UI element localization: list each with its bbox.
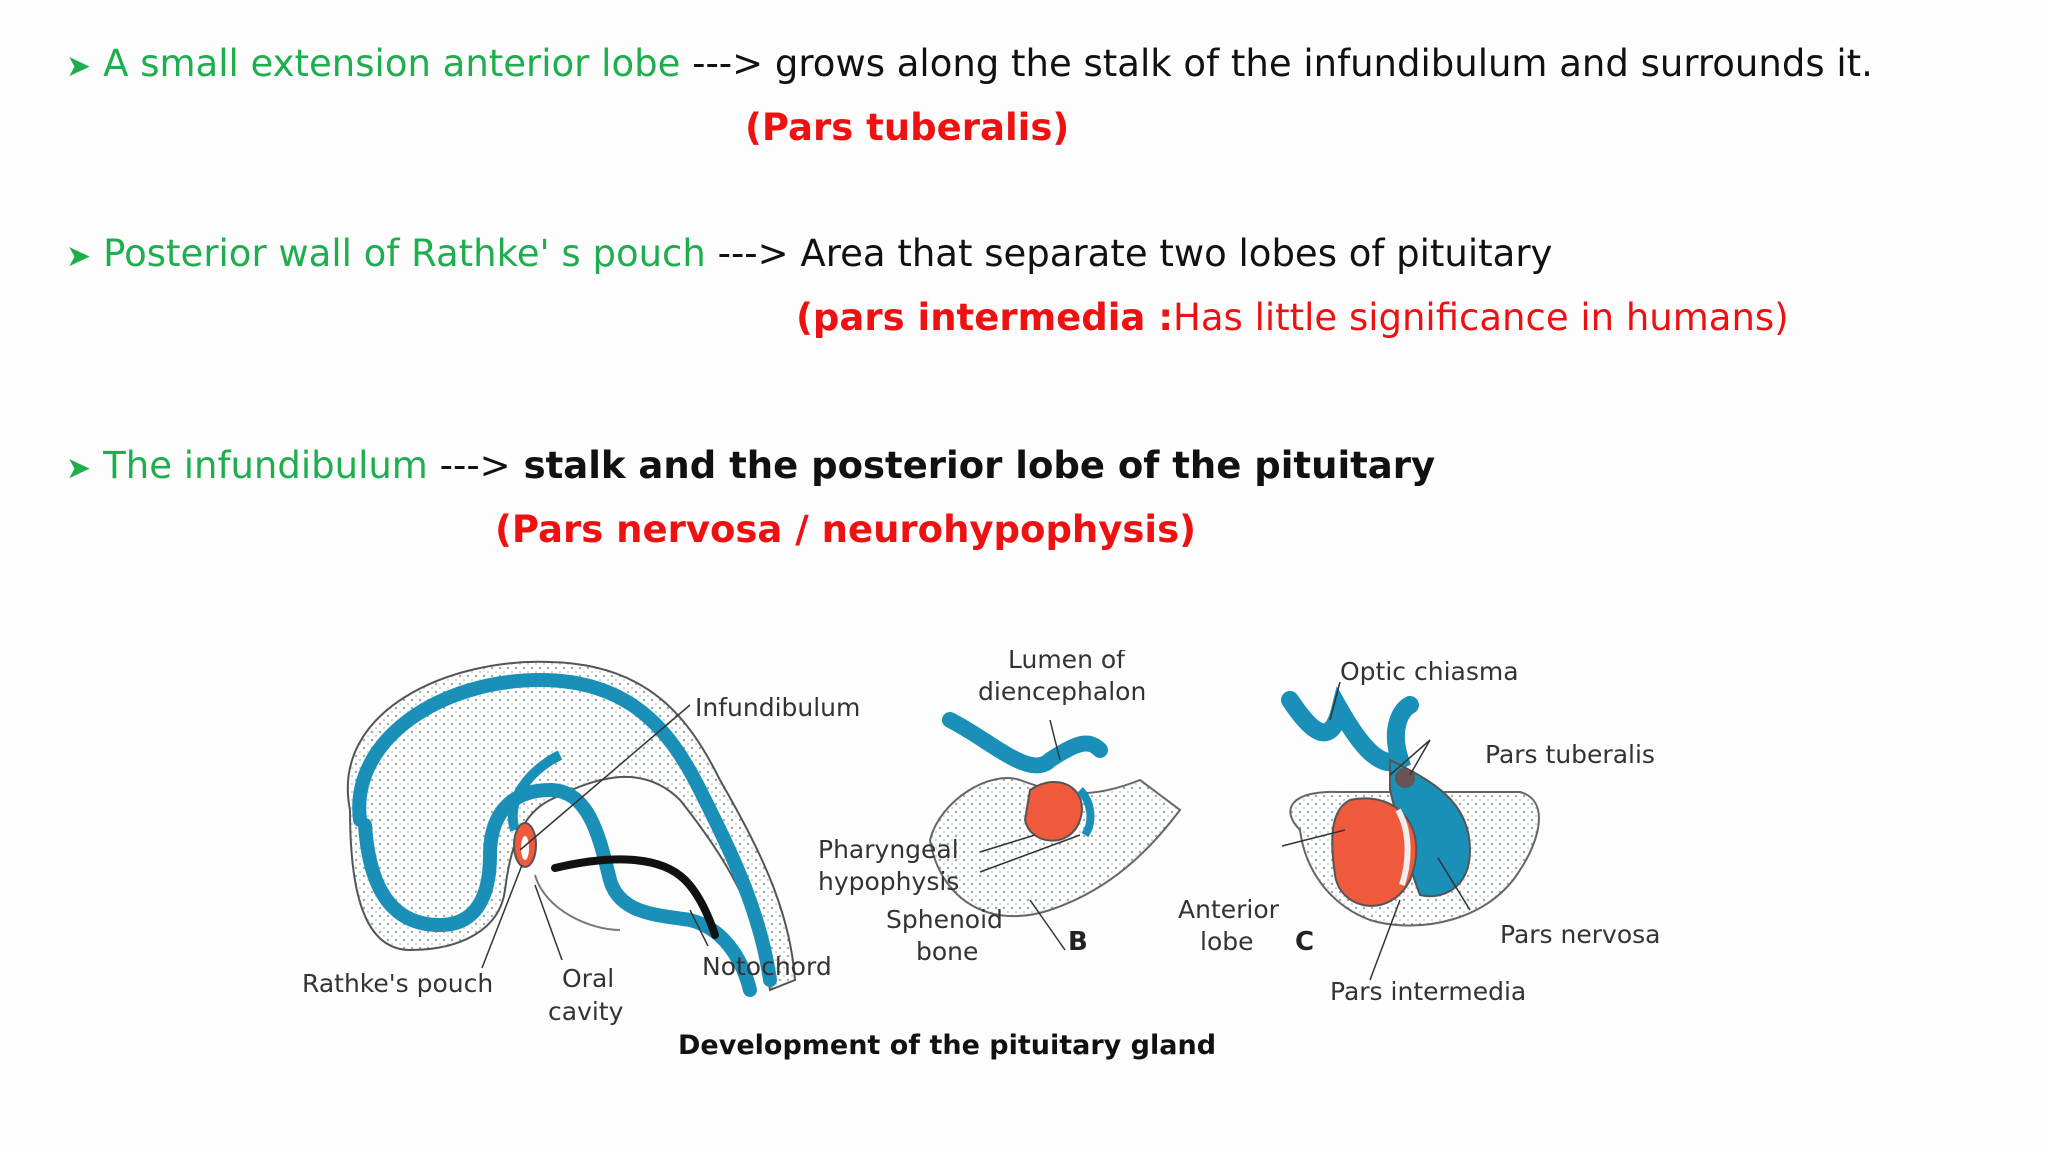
label-notochord: Notochord [702,952,832,981]
label-pharyngeal-2: hypophysis [818,867,959,896]
bullet-2-sub-normal: Has little significance in humans) [1173,296,1789,339]
label-letter-c: C [1295,927,1314,957]
bullet-3-text: stalk and the posterior lobe of the pitu… [510,444,1436,487]
bullet-1: ➤ A small extension anterior lobe ---> gr… [66,40,1873,91]
label-anterior-1: Anterior [1178,895,1280,924]
bullet-1-arrow: ---> [680,42,764,85]
bullet-2-sub: (pars intermedia :Has little significanc… [796,294,1789,342]
label-lumen-1: Lumen of [1008,650,1126,674]
bullet-2: ➤Posterior wall of Rathke' s pouch ---> … [66,230,1552,281]
label-sphenoid-2: bone [916,937,978,966]
bullet-2-sub-bold: (pars intermedia : [796,296,1174,339]
label-oral: Oral [562,964,614,993]
bullet-1-sub: (Pars tuberalis) [745,106,1070,149]
bullet-2-text: Area that separate two lobes of pituitar… [788,232,1553,275]
label-pars-nervosa: Pars nervosa [1500,920,1660,949]
bullet-3-arrow: ---> [427,444,511,487]
panel-c-diagram [1281,681,1540,981]
label-lumen-2: diencephalon [978,677,1146,706]
figure-caption: Development of the pituitary gland [678,1030,1216,1061]
arrow-bullet-icon: ➤ [66,451,92,486]
bullet-1-lead: A small extension anterior lobe [103,42,681,85]
label-optic-chiasma: Optic chiasma [1340,657,1519,686]
label-pars-intermedia: Pars intermedia [1330,977,1526,1006]
bullet-3-lead: The infundibulum [103,444,428,487]
bullet-1-text: grows along the stalk of the infundibulu… [763,42,1873,85]
label-pharyngeal-1: Pharyngeal [818,835,959,864]
label-anterior-2: lobe [1200,927,1254,956]
label-sphenoid-1: Sphenoid [886,905,1003,934]
arrow-bullet-icon: ➤ [66,49,92,84]
panel-a-diagram [346,660,797,997]
bullet-3: ➤ The infundibulum ---> stalk and the pos… [66,442,1435,493]
label-infundibulum: Infundibulum [695,693,860,722]
arrow-bullet-icon: ➤ [66,239,92,274]
label-pars-tuberalis: Pars tuberalis [1485,740,1655,769]
bullet-3-sub: (Pars nervosa / neurohypophysis) [495,508,1197,551]
bullet-2-lead: Posterior wall of Rathke' s pouch [103,232,706,275]
bullet-2-arrow: ---> [705,232,789,275]
label-cavity: cavity [548,997,624,1026]
pituitary-development-figure: Infundibulum Rathke's pouch Oral cavity … [302,650,1660,1061]
label-rathkes-pouch: Rathke's pouch [302,969,493,998]
label-letter-b: B [1068,927,1088,957]
panel-b-diagram [928,712,1182,951]
